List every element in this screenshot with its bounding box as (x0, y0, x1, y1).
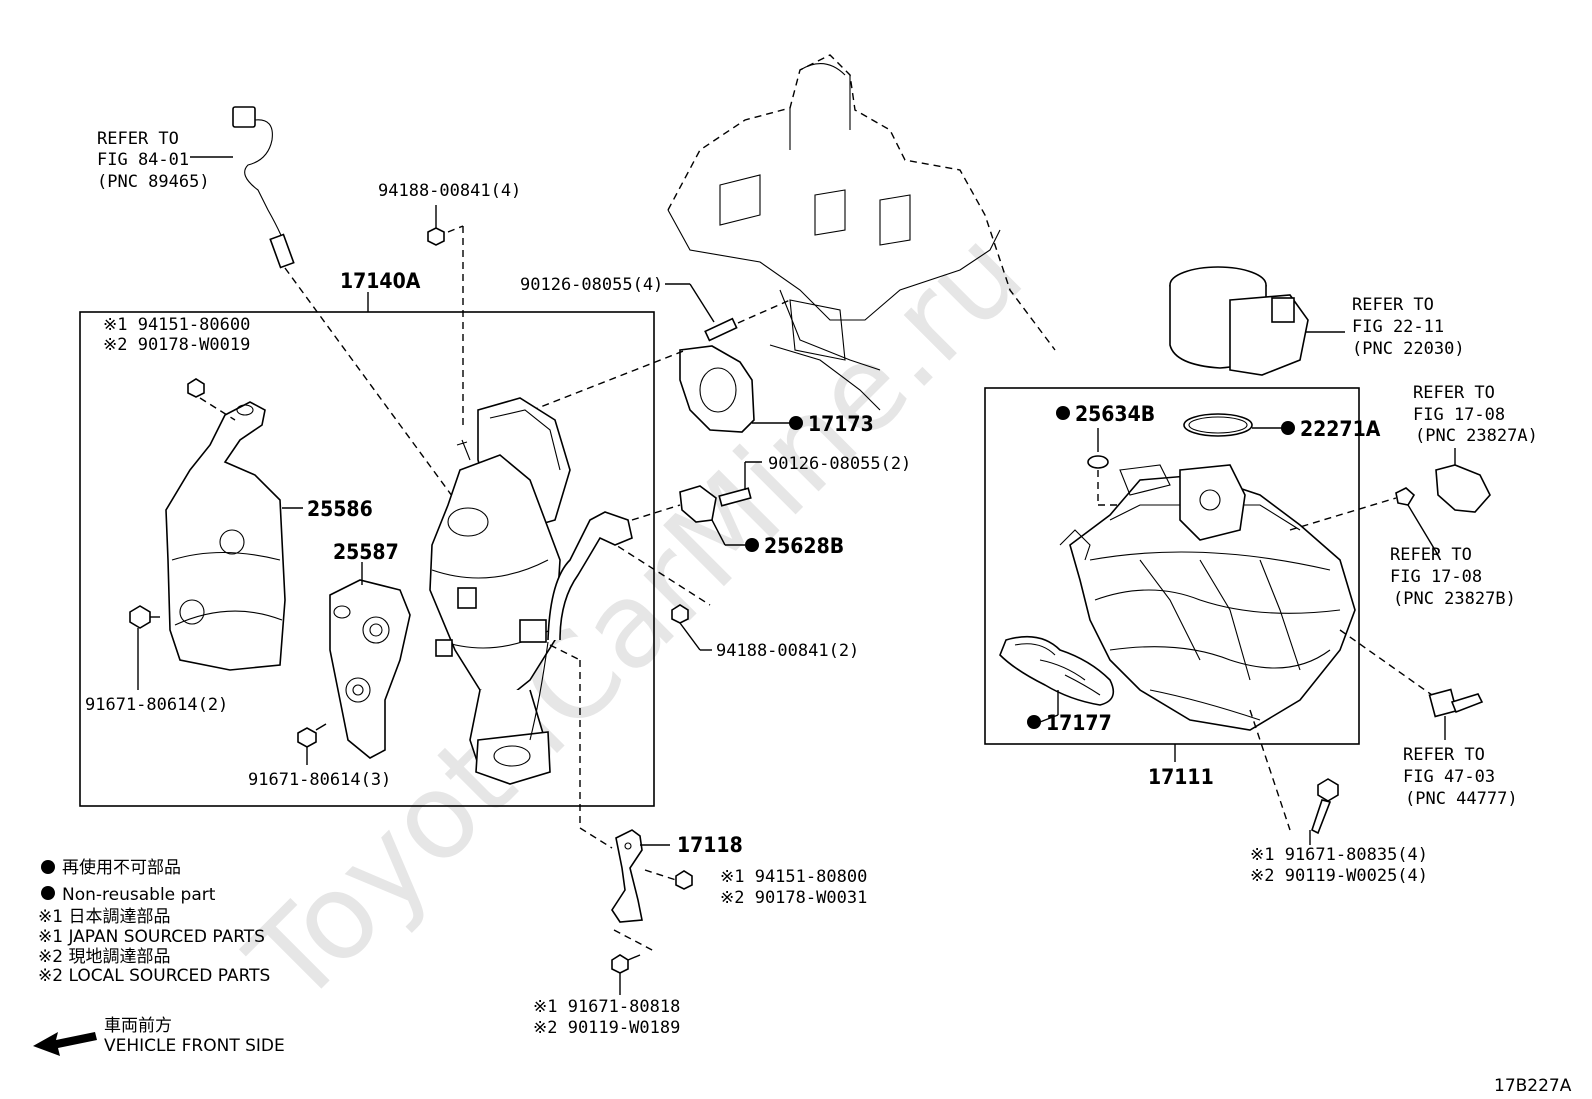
exhaust-manifold-converter (429, 397, 633, 785)
nut-bracket-icon (675, 870, 693, 890)
nut-shield-icon (187, 378, 205, 398)
refer-vsva-l1: REFER TO (1413, 383, 1495, 403)
label-91671-2: 91671-80614(2) (85, 695, 228, 715)
refer-throttle-l3: (PNC 22030) (1352, 339, 1465, 359)
gasket-17173 (679, 345, 755, 433)
vsv-a (1435, 464, 1491, 513)
legend-dot-jp (41, 860, 55, 874)
legend-s2-jp: ※2 現地調達部品 (38, 947, 170, 967)
bolt-manifold-icon (1311, 778, 1339, 835)
intake-group-box (984, 387, 1360, 745)
bracket-nut-ref1: ※1 94151-80800 (720, 867, 867, 887)
shield-nut-ref2: ※2 90178-W0019 (103, 335, 250, 355)
refer-sensor-l2: FIG 84-01 (97, 150, 189, 170)
label-90126-4: 90126-08055(4) (520, 275, 663, 295)
nonreusable-dot-25628b (745, 538, 759, 552)
refer-vsva-l3: (PNC 23827A) (1415, 426, 1538, 446)
refer-throttle-l1: REFER TO (1352, 295, 1434, 315)
manifold-bolt-ref2: ※2 90119-W0025(4) (1250, 866, 1428, 886)
heat-shield-25586 (165, 401, 286, 671)
legend-s2-en: ※2 LOCAL SOURCED PARTS (38, 966, 270, 986)
nonreusable-dot-25634b (1056, 406, 1070, 420)
manifold-bolt-ref1: ※1 91671-80835(4) (1250, 845, 1428, 865)
refer-vsvb-l3: (PNC 23827B) (1393, 589, 1516, 609)
bolt-91671-2-icon (129, 605, 160, 629)
legend-dot-en (41, 886, 55, 900)
legend: 再使用不可部品 Non-reusable part ※1 日本調達部品 ※1 J… (33, 857, 285, 1056)
label-25587: 25587 (333, 540, 399, 564)
label-94188-4: 94188-00841(4) (378, 181, 521, 201)
bracket-17118 (611, 829, 643, 923)
vsv-b (1395, 487, 1416, 506)
refer-map-l3: (PNC 44777) (1405, 789, 1518, 809)
nonreusable-dot-22271a (1281, 421, 1295, 435)
stud-90126-4-icon (704, 317, 738, 342)
label-90126-2: 90126-08055(2) (768, 454, 911, 474)
refer-vsvb-l2: FIG 17-08 (1390, 567, 1482, 587)
refer-map-l1: REFER TO (1403, 745, 1485, 765)
refer-vsva-l2: FIG 17-08 (1413, 405, 1505, 425)
bracket-nut-ref2: ※2 90178-W0031 (720, 888, 867, 908)
label-22271a: 22271A (1300, 417, 1381, 441)
legend-front-en: VEHICLE FRONT SIDE (104, 1036, 285, 1056)
legend-front-jp: 車両前方 (104, 1016, 172, 1036)
nonreusable-dot-17177 (1027, 715, 1041, 729)
exhaust-group-label: 17140A (340, 269, 421, 293)
bolt-bracket-icon (611, 954, 641, 974)
refer-sensor-l1: REFER TO (97, 129, 179, 149)
gasket-22271a (1183, 413, 1253, 437)
intake-group-label: 17111 (1148, 765, 1214, 789)
nonreusable-dot-17173 (789, 416, 803, 430)
nut-94188-4-icon (427, 227, 445, 246)
label-91671-3: 91671-80614(3) (248, 770, 391, 790)
engine-block (667, 54, 1056, 411)
bracket-bolt-ref1: ※1 91671-80818 (533, 997, 680, 1017)
bolt-91671-3-icon (297, 723, 327, 748)
oring-25634b (1087, 455, 1109, 469)
legend-s1-jp: ※1 日本調達部品 (38, 907, 170, 927)
gasket-17177 (999, 635, 1115, 706)
label-25628b: 25628B (764, 534, 844, 558)
intake-manifold (1059, 464, 1356, 731)
bracket-bolt-ref2: ※2 90119-W0189 (533, 1018, 680, 1038)
label-17177: 17177 (1046, 711, 1112, 735)
label-17118: 17118 (677, 833, 743, 857)
refer-throttle-l2: FIG 22-11 (1352, 317, 1444, 337)
front-arrow-icon (33, 1032, 97, 1056)
label-94188-2: 94188-00841(2) (716, 641, 859, 661)
refer-vsvb-l1: REFER TO (1390, 545, 1472, 565)
map-sensor (1428, 688, 1484, 718)
legend-s1-en: ※1 JAPAN SOURCED PARTS (38, 927, 265, 947)
heat-shield-25587 (329, 579, 411, 759)
shield-nut-ref1: ※1 94151-80600 (103, 315, 250, 335)
exhaust-group-box (79, 311, 655, 807)
legend-nonreusable-jp: 再使用不可部品 (62, 857, 181, 878)
legend-nonreusable-en: Non-reusable part (62, 885, 216, 905)
oxygen-sensor (232, 106, 295, 269)
refer-sensor-l3: (PNC 89465) (97, 172, 210, 192)
refer-map-l2: FIG 47-03 (1403, 767, 1495, 787)
diagram-id: 17B227A (1494, 1076, 1572, 1096)
label-17173: 17173 (808, 412, 874, 436)
label-25634b: 25634B (1075, 402, 1155, 426)
stud-90126-2-icon (718, 487, 752, 507)
label-25586: 25586 (307, 497, 373, 521)
nut-94188-2-icon (671, 604, 689, 624)
throttle-body (1169, 266, 1309, 376)
